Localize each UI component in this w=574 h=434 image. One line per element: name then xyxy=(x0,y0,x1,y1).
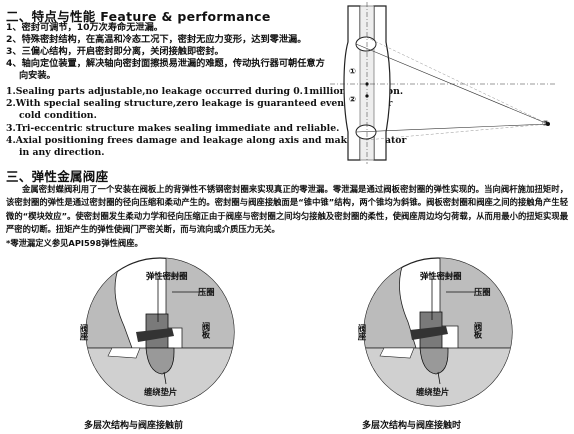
feature-en-4-cont: in any direction. xyxy=(19,147,105,158)
section-title-features: 二、特点与性能 Feature & performance xyxy=(6,9,271,24)
eccentric-label-1: ① xyxy=(349,66,357,76)
eccentric-label-2: ② xyxy=(349,94,357,104)
feature-cn-4-cont: 向安装。 xyxy=(19,70,56,81)
elastic-seat-paragraph: 金属密封蝶阀利用了一个安装在阀板上的背弹性不锈钢密封圈来实现真正的零泄漏。零泄漏… xyxy=(6,184,568,235)
feature-cn-2: 2、特殊密封结构，在高温和冷态工况下，密封无应力变形，达到零泄漏。 xyxy=(6,34,307,45)
section-title-elastic-seat: 三、弹性金属阀座 xyxy=(6,169,109,184)
left-label-elastic-ring: 弹性密封圈 xyxy=(146,271,188,281)
feature-en-2-cont: cold condition. xyxy=(19,110,97,121)
right-label-disc: 阀板 xyxy=(473,322,483,339)
feature-cn-4: 4、轴向定位装置，解决轴向密封面擦损易泄漏的难题，传动执行器可朝任意方 xyxy=(6,58,325,69)
right-label-pressure-ring: 压圈 xyxy=(474,287,491,297)
tri-eccentric-diagram xyxy=(330,2,555,164)
left-label-seat: 阀座 xyxy=(79,324,89,341)
eccentric-label-3: ③ xyxy=(542,118,550,128)
left-label-gasket: 缠绕垫片 xyxy=(144,387,178,397)
feature-en-4: 4.Axial positioning frees damage and lea… xyxy=(6,135,407,146)
feature-en-3: 3.Tri-eccentric structure makes sealing … xyxy=(6,123,340,134)
left-diagram-caption: 多层次结构与阀座接触前 xyxy=(84,421,184,431)
feature-cn-3: 3、三偏心结构，开启密封即分离，关闭接触即密封。 xyxy=(6,46,224,57)
elastic-seat-note: *零泄漏定义参见API598弹性阀座。 xyxy=(6,238,143,248)
left-label-disc: 阀板 xyxy=(201,322,211,339)
feature-en-2: 2.With special sealing structure,zero le… xyxy=(6,98,393,109)
right-label-seat: 阀座 xyxy=(357,324,367,341)
seal-diagram-before-contact xyxy=(85,257,235,407)
seal-diagram-during-contact xyxy=(363,257,513,407)
feature-en-1: 1.Sealing parts adjustable,no leakage oc… xyxy=(6,86,404,97)
right-label-elastic-ring: 弹性密封圈 xyxy=(420,271,462,281)
feature-cn-1: 1、密封可调节，10万次寿命无泄漏。 xyxy=(6,22,163,33)
right-label-gasket: 缠绕垫片 xyxy=(416,387,450,397)
left-label-pressure-ring: 压圈 xyxy=(198,287,215,297)
right-diagram-caption: 多层次结构与阀座接触时 xyxy=(362,421,462,431)
